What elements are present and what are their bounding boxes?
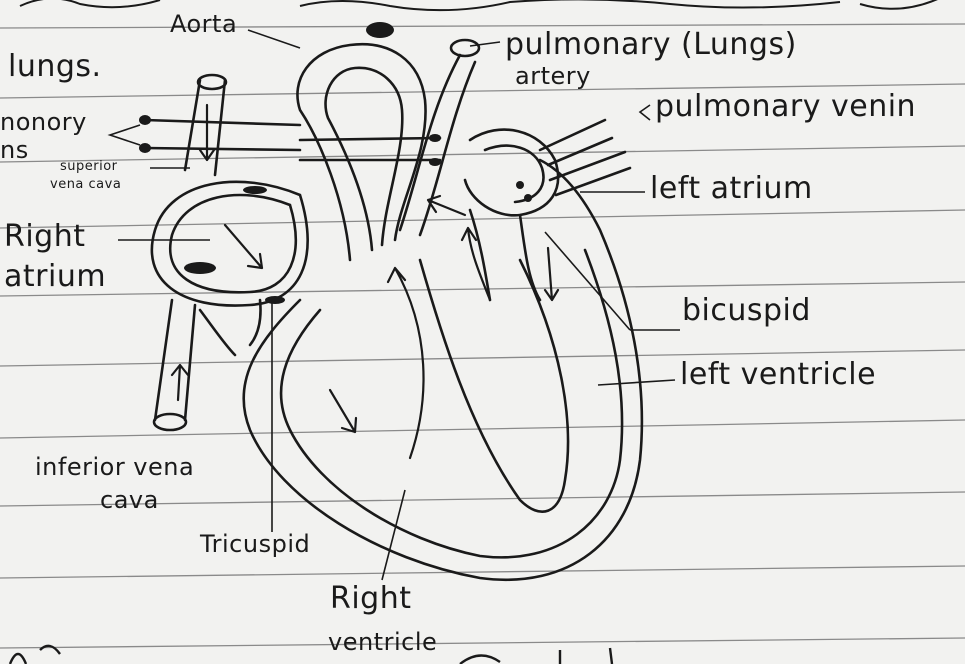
- label-pulmonary-veins-left-line2: ns: [0, 138, 29, 162]
- label-inferior-vena-cava-line2: cava: [100, 488, 159, 512]
- label-right-atrium-line1: Right: [4, 222, 86, 252]
- arrow-right-atrium: [225, 225, 262, 268]
- arrow-ivc-up: [172, 365, 188, 400]
- label-pulmonary-veins-left-line1: nonory: [0, 110, 87, 134]
- arrow-right-ventricle-up: [388, 268, 424, 458]
- label-left-ventricle: left ventricle: [680, 360, 876, 390]
- label-lungs: lungs.: [8, 52, 102, 82]
- pulmonary-artery: [400, 55, 475, 235]
- label-right-atrium-line2: atrium: [4, 262, 106, 292]
- bicuspid-valve: [470, 210, 540, 300]
- right-atrium-inner: [170, 195, 295, 292]
- label-bicuspid: bicuspid: [682, 296, 811, 326]
- inferior-vena-cava: [155, 300, 195, 420]
- label-aorta: Aorta: [170, 12, 237, 36]
- inferior-vena-cava-opening: [154, 414, 186, 430]
- heart-inner-wall: [281, 250, 622, 557]
- label-superior-vena-cava-line1: superior: [60, 160, 118, 173]
- label-pulmonary-artery-line1: pulmonary (Lungs): [505, 30, 797, 60]
- label-pulmonary-vein-right: pulmonary venin: [655, 92, 916, 122]
- label-right-ventricle-line1: Right: [330, 584, 412, 614]
- septum: [420, 260, 568, 512]
- arrow-svc-down: [200, 105, 214, 160]
- label-tricuspid: Tricuspid: [200, 532, 310, 556]
- arrow-right-ventricle-down: [330, 390, 356, 432]
- label-right-ventricle-line2: ventricle: [328, 630, 437, 654]
- label-pulmonary-artery-line2: artery: [515, 64, 591, 88]
- arrow-left-atrium-down: [545, 248, 558, 300]
- label-inferior-vena-cava-line1: inferior vena: [35, 455, 194, 479]
- top-handwriting-fragment: [20, 0, 940, 10]
- heart-diagram: [145, 40, 642, 580]
- aorta-arch: [297, 44, 425, 260]
- label-superior-vena-cava-line2: vena cava: [50, 178, 121, 191]
- superior-vena-cava-opening: [198, 75, 226, 89]
- label-left-atrium: left atrium: [650, 174, 813, 204]
- right-atrium-wall: [152, 182, 308, 306]
- pulmonary-artery-opening: [451, 40, 479, 56]
- bottom-handwriting-fragment: [10, 646, 612, 664]
- tricuspid-valve: [200, 300, 261, 355]
- arrow-left-atrium-in: [428, 196, 465, 215]
